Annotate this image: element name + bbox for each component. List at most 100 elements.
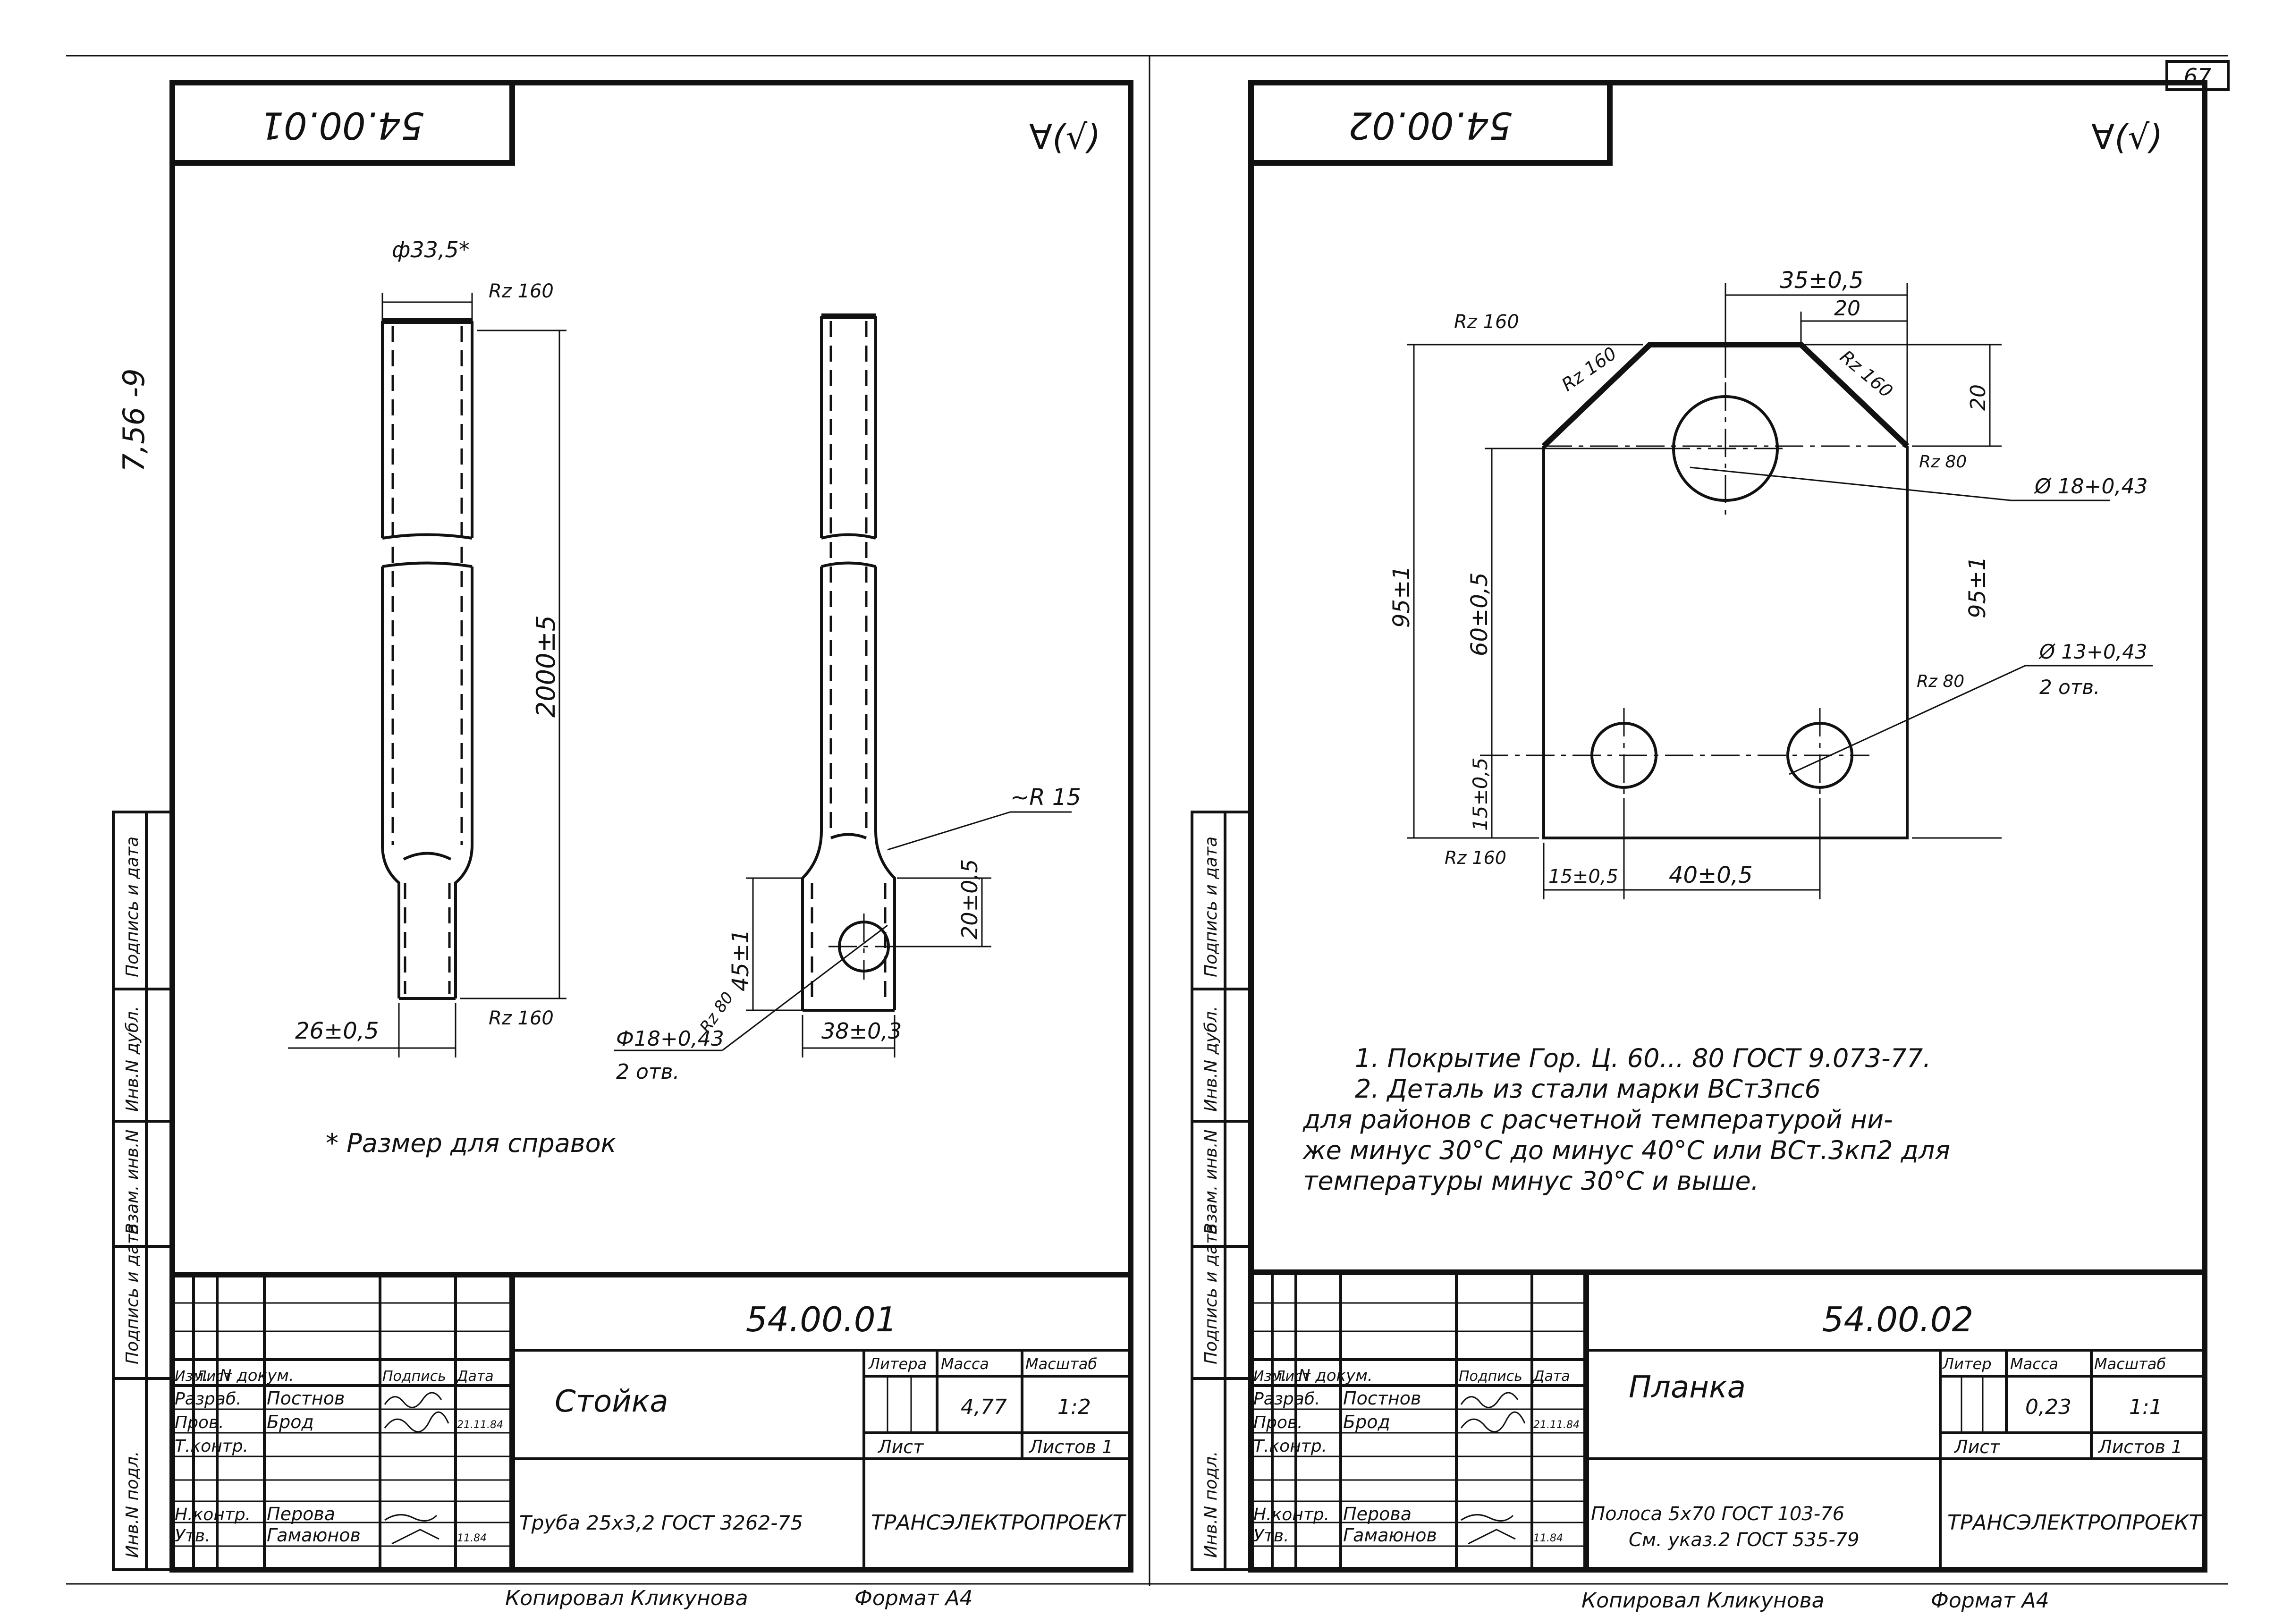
- signature-brod-2: [1460, 1411, 1526, 1433]
- sheet-2-row-1-name: Брод: [1343, 1412, 1390, 1432]
- sheet-2-mass-label: Масса: [2010, 1355, 2058, 1373]
- sheet-2-note-1: 1. Покрытие Гор. Ц. 60... 80 ГОСТ 9.073-…: [1355, 1043, 1931, 1073]
- signature-gamayunov-2: [1468, 1529, 1516, 1545]
- sheet-2-frame: [1248, 80, 2207, 1573]
- sheet-2-org: ТРАНСЭЛЕКТРОПРОЕКТ: [1947, 1511, 2203, 1535]
- sheet-2: 54.00.02 ∀(√) Инв.N подл. Подпись и дата…: [1191, 80, 2207, 1613]
- sheet-1-row-3-role: Н.контр.: [175, 1505, 251, 1524]
- sheet-1-scale: 1:2: [1057, 1395, 1091, 1419]
- sheet-2-dim-left-off: 15±0,5: [1548, 866, 1618, 888]
- sheet-2-roughness-symbol: ∀(√): [2091, 117, 2163, 157]
- sheet-2-row-4-date: 11.84: [1533, 1532, 1563, 1544]
- sheet-2-code-top: 54.00.02: [1348, 104, 1512, 146]
- signature-gamayunov: [391, 1529, 440, 1545]
- sheet-2-row-3-name: Перова: [1343, 1504, 1412, 1524]
- sheet-1-note: * Размер для справок: [326, 1128, 617, 1158]
- sheet-1-code-box: [169, 80, 515, 166]
- sheet-2-dim-small-hole: Ø 13+0,43: [2038, 640, 2147, 663]
- signature-brod: [384, 1411, 449, 1433]
- side-stamp-label-4: Подпись и дата: [123, 837, 142, 977]
- sheet-2-part-name: Планка: [1629, 1370, 1746, 1405]
- sheet-1-header-sign: Подпись: [382, 1368, 446, 1385]
- sheet-1-rz-bottom: Rz 160: [489, 1007, 554, 1029]
- sheet-2-rz-top: Rz 160: [1454, 311, 1519, 333]
- sheet-1-format: Формат А4: [854, 1586, 973, 1610]
- sheet-2-row-3-role: Н.контр.: [1253, 1505, 1329, 1524]
- sheet-2-note-2: 2. Деталь из стали марки ВСт3пс6: [1355, 1074, 1821, 1104]
- sheet-2-header-sign: Подпись: [1459, 1368, 1522, 1385]
- sheet-2-side-stamp-label-1: Подпись и дата: [1201, 1224, 1221, 1364]
- sheet-1-frame: [169, 80, 1133, 1573]
- sheet-1-sheet-label: Лист: [877, 1437, 924, 1457]
- sheet-1-dim-hole: Ф18+0,43: [616, 1027, 724, 1051]
- sheet-2-material-2: См. указ.2 ГОСТ 535-79: [1629, 1529, 1860, 1551]
- sheet-1-mass-label: Масса: [941, 1355, 989, 1373]
- signature-perova: [384, 1514, 438, 1522]
- plate-view: 35±0,5 20 20 95±1 95±1 60±0,5 15±0,5: [1388, 267, 2153, 899]
- sheet-2-side-stamp-label-3: Инв.N дубл.: [1201, 1006, 1221, 1112]
- sheet-2-dim-chamfer-w: 20: [1834, 296, 1860, 321]
- sheet-2-format: Формат А4: [1931, 1589, 2049, 1613]
- sheet-1-material: Труба 25х3,2 ГОСТ 3262-75: [519, 1511, 803, 1534]
- sheet-1-rz-top: Rz 160: [489, 280, 554, 302]
- sheet-1-row-3-name: Перова: [267, 1504, 335, 1524]
- margin-note: 7,56 -9: [117, 368, 151, 472]
- side-stamp-label-1: Подпись и дата: [123, 1224, 142, 1364]
- sheet-2-mass: 0,23: [2025, 1395, 2071, 1419]
- sheet-2-header-date: Дата: [1532, 1368, 1570, 1385]
- sheet-2-header-doc: N докум.: [1298, 1366, 1373, 1385]
- sheet-1-copied: Копировал Кликунова: [505, 1586, 748, 1610]
- sheet-1-code-top: 54.00.01: [260, 104, 424, 146]
- sheet-1-header-date: Дата: [456, 1368, 494, 1385]
- sheet-1-row-4-date: 11.84: [457, 1532, 487, 1544]
- sheet-2-dim-hole-count: 2 отв.: [2039, 676, 2100, 699]
- plate-outline: [1542, 446, 1909, 839]
- signature-perova-2: [1461, 1514, 1514, 1522]
- side-stamp-label-3: Инв.N дубл.: [123, 1006, 142, 1112]
- sheet-1-part-name: Стойка: [555, 1384, 668, 1419]
- sheet-2-code-box: [1248, 80, 1613, 166]
- sheet-2-dim-height-left: 95±1: [1388, 566, 1415, 628]
- sheet-1-dim-length: 2000±5: [531, 615, 561, 718]
- sheet-1-row-4-name: Гамаюнов: [267, 1525, 361, 1546]
- sheet-2-note-5: температуры минус 30°С и выше.: [1303, 1166, 1759, 1196]
- sheet-1-title-block: Изм. Лист N докум. Подпись Дата Разраб. …: [172, 1272, 1131, 1570]
- sheet-1-header-doc: N докум.: [220, 1366, 294, 1385]
- sheet-2-note-4: же минус 30°С до минус 40°С или ВСт.3кп2…: [1302, 1135, 1950, 1165]
- sheet-2-header-izm: Изм.: [1253, 1368, 1287, 1385]
- sheet-2-rz-big-hole: Rz 80: [1919, 452, 1967, 472]
- sheet-2-note-3: для районов с расчетной температурой ни-: [1302, 1105, 1893, 1134]
- sheet-2-dim-hole-spacing: 40±0,5: [1669, 862, 1753, 888]
- sheet-2-header-list: Лист: [1274, 1368, 1311, 1385]
- side-stamp-label-2: Взам. инв.N: [123, 1130, 142, 1235]
- side-stamp-label-0: Инв.N подл.: [123, 1451, 142, 1558]
- sheet-2-row-2-role: Т.контр.: [1253, 1437, 1327, 1456]
- sheet-2-sheets-label: Листов 1: [2097, 1437, 2182, 1457]
- sheet-2-title-code: 54.00.02: [1822, 1300, 1974, 1339]
- sheet-1-dim-height45: 45±1: [727, 929, 754, 991]
- sheet-2-side-stamp-label-2: Взам. инв.N: [1201, 1130, 1221, 1235]
- sheet-2-dim-top-width: 35±0,5: [1780, 267, 1864, 294]
- sheet-1-org: ТРАНСЭЛЕКТРОПРОЕКТ: [871, 1511, 1127, 1535]
- sheet-1-dim-slot-width: 38±0,3: [821, 1018, 902, 1044]
- sheet-1-litera-label: Литера: [868, 1355, 927, 1373]
- sheet-1-row-0-role: Разраб.: [175, 1389, 241, 1409]
- sheet-2-rz-chamfer-left: Rz 160: [1558, 343, 1621, 395]
- sheet-1-dim-radius: ~R 15: [1010, 784, 1081, 811]
- sheet-2-dim-hole-pos: 60±0,5: [1466, 572, 1493, 656]
- sheet-2-dim-big-hole: Ø 18+0,43: [2034, 474, 2147, 499]
- sheet-1-title-code: 54.00.01: [746, 1300, 897, 1339]
- sheet-2-dim-chamfer-h: 20: [1966, 384, 1990, 411]
- sheet-1-header-izm: Изм.: [175, 1368, 208, 1385]
- sheet-1-side-stamp: Инв.N подл. Подпись и дата Взам. инв.N И…: [112, 811, 174, 1571]
- sheet-2-side-stamp-label-4: Подпись и дата: [1201, 837, 1221, 977]
- sheet-2-side-stamp: Инв.N подл. Подпись и дата Взам. инв.N И…: [1191, 811, 1252, 1571]
- sheet-2-row-1-role: Пров.: [1253, 1413, 1303, 1432]
- sheet-1-row-2-role: Т.контр.: [175, 1437, 248, 1456]
- tube-view-left: ф33,5* Rz 160 2000±5 26±0,5 Rz 160: [288, 237, 566, 1057]
- sheet-2-litera-label: Литер: [1942, 1355, 1992, 1373]
- sheet-1-dim-diameter: ф33,5*: [392, 237, 470, 262]
- sheet-2-sheet-label: Лист: [1953, 1437, 2001, 1457]
- tube-view-right: ~R 15 45±1 20±0,5 38±0,3 Ф18+0,43 2 отв.…: [614, 313, 1081, 1084]
